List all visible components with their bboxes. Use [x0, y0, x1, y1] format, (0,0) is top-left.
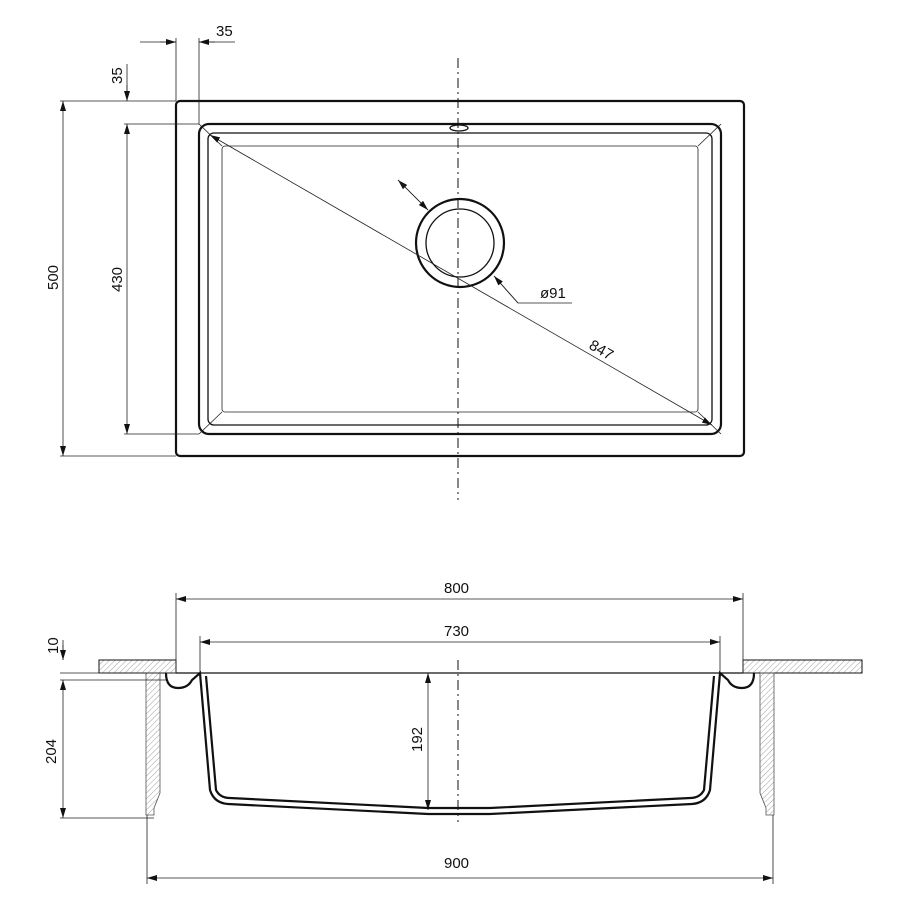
- drain-inner: [425, 208, 495, 278]
- cutout-width-label: 800: [444, 580, 469, 597]
- cabinet-wall-left: [145, 672, 161, 816]
- bowl-outline: [197, 122, 723, 436]
- top-view: 847 ø91 35 35 430 500: [45, 23, 746, 500]
- diagonal-dimension: [209, 134, 713, 426]
- counter-thickness-label: 10: [45, 637, 62, 654]
- overall-height-label: 204: [43, 739, 60, 764]
- overall-depth-label: 500: [45, 265, 62, 290]
- sink-outer-rim: [174, 99, 746, 458]
- sink-profile: [164, 670, 756, 816]
- overflow-hole: [449, 124, 469, 132]
- rim-height-label: 35: [109, 67, 126, 84]
- bowl-height-label: 192: [409, 727, 426, 752]
- cabinet-wall-right: [759, 672, 775, 816]
- drain-outer: [414, 197, 506, 289]
- section-view: 800 730 10 204 192 900: [43, 580, 863, 884]
- countertop-left: [98, 659, 177, 674]
- overall-width-label: 900: [444, 855, 469, 872]
- rim-width-label: 35: [216, 23, 233, 40]
- bowl-width-label: 730: [444, 623, 469, 640]
- bowl-inner-line: [207, 132, 713, 426]
- drain-diameter-label: ø91: [540, 285, 566, 302]
- countertop-right: [742, 659, 863, 674]
- bowl-depth-label: 430: [109, 267, 126, 292]
- diagonal-label: 847: [586, 337, 616, 364]
